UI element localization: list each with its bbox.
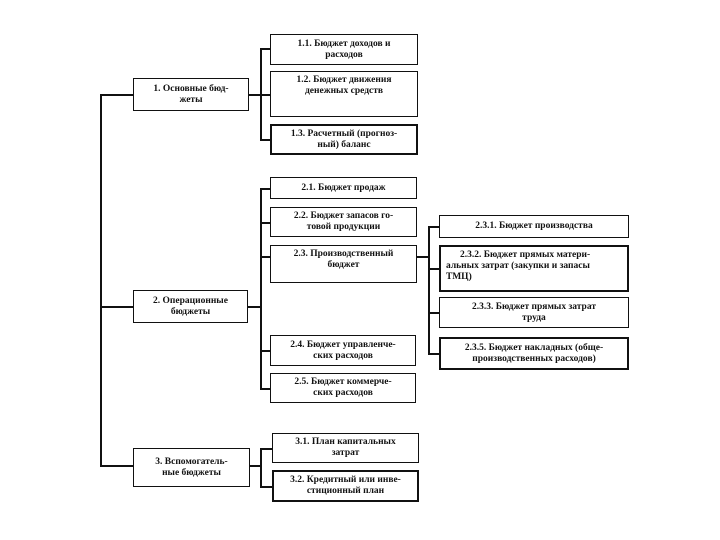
- connector-stub: [250, 465, 260, 467]
- node-3-2-credit-investment-plan: 3.2. Кредитный или инве- стиционный план: [272, 470, 419, 502]
- node-2-3-2-direct-materials: 2.3.2. Бюджет прямых матери- альных затр…: [439, 245, 629, 292]
- connector-stub: [428, 353, 439, 355]
- node-2-3-5-overhead-costs: 2.3.5. Бюджет накладных (обще- производс…: [439, 337, 629, 370]
- connector-stub: [260, 448, 272, 450]
- connector-trunk-level1: [100, 94, 102, 466]
- node-1-3-forecast-balance: 1.3. Расчетный (прогноз- ный) баланс: [270, 124, 418, 155]
- connector-stub: [260, 48, 270, 50]
- connector-stub: [260, 222, 270, 224]
- node-2-3-1-production: 2.3.1. Бюджет производства: [439, 215, 629, 238]
- connector-stub: [428, 226, 439, 228]
- node-main-budgets: 1. Основные бюд- жеты: [133, 78, 249, 111]
- connector-stub: [260, 350, 270, 352]
- node-2-2-finished-goods-budget: 2.2. Бюджет запасов го- товой продукции: [270, 207, 417, 237]
- node-2-3-production-budget: 2.3. Производственный бюджет: [270, 245, 417, 283]
- connector-trunk-group2-3: [428, 226, 430, 354]
- connector-stub: [428, 268, 439, 270]
- connector-stub: [260, 256, 270, 258]
- node-2-1-sales-budget: 2.1. Бюджет продаж: [270, 177, 417, 199]
- connector-trunk-group2: [260, 188, 262, 388]
- connector-stub: [260, 188, 270, 190]
- connector-stub: [100, 306, 133, 308]
- node-1-1-income-expense-budget: 1.1. Бюджет доходов и расходов: [270, 34, 418, 65]
- node-2-4-management-expenses: 2.4. Бюджет управленче- ских расходов: [270, 335, 416, 366]
- connector-stub: [249, 94, 270, 96]
- connector-trunk-group3: [260, 448, 262, 487]
- node-operational-budgets: 2. Операционные бюджеты: [133, 290, 248, 323]
- connector-stub: [100, 94, 133, 96]
- connector-stub: [248, 306, 260, 308]
- connector-stub: [260, 388, 270, 390]
- connector-stub: [100, 465, 133, 467]
- connector-stub: [417, 256, 429, 258]
- connector-stub: [260, 486, 272, 488]
- node-3-1-capital-expenditure-plan: 3.1. План капитальных затрат: [272, 433, 419, 463]
- node-2-3-3-direct-labor: 2.3.3. Бюджет прямых затрат труда: [439, 297, 629, 328]
- node-1-2-cash-flow-budget: 1.2. Бюджет движения денежных средств: [270, 71, 418, 117]
- connector-stub: [428, 312, 439, 314]
- connector-stub: [260, 139, 270, 141]
- connector-trunk-group1: [260, 48, 262, 140]
- node-auxiliary-budgets: 3. Вспомогатель- ные бюджеты: [133, 448, 250, 487]
- node-2-5-commercial-expenses: 2.5. Бюджет коммерче- ских расходов: [270, 373, 416, 403]
